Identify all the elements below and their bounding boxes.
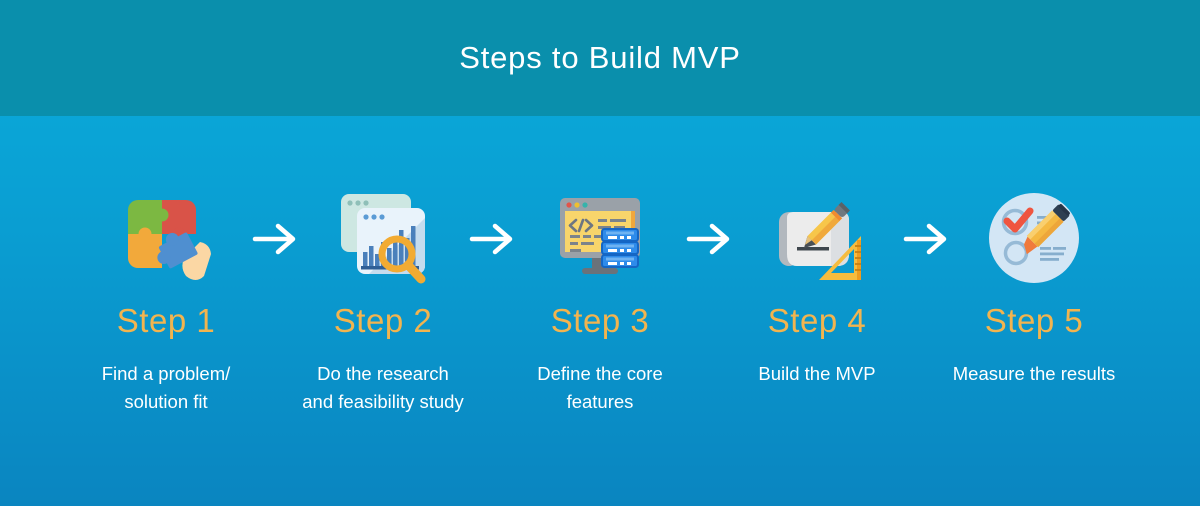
step-5-description: Measure the results: [953, 360, 1115, 388]
arrow-right-icon: [903, 223, 947, 255]
step-4: Step 4 Build the MVP: [709, 188, 926, 388]
steps-row: Step 1 Find a problem/ solution fit: [0, 116, 1200, 416]
step-4-description: Build the MVP: [758, 360, 875, 388]
step-2: Step 2 Do the research and feasibility s…: [275, 188, 492, 416]
step-1-description: Find a problem/ solution fit: [102, 360, 231, 416]
page-title: Steps to Build MVP: [459, 40, 741, 75]
description-line: solution fit: [124, 391, 208, 412]
description-line: features: [566, 391, 634, 412]
chart-magnifier-icon: [333, 188, 433, 288]
description-line: Build the MVP: [758, 363, 876, 384]
header-band: Steps to Build MVP: [0, 0, 1200, 116]
step-3-label: Step 3: [550, 302, 650, 339]
description-line: Define the core: [537, 363, 663, 384]
puzzle-pieces-icon: [116, 188, 216, 288]
step-2-description: Do the research and feasibility study: [302, 360, 463, 416]
step-3: Step 3 Define the core features: [492, 188, 709, 416]
blueprint-pencil-icon: [767, 188, 867, 288]
description-line: and feasibility study: [302, 391, 464, 412]
description-line: Find a problem/: [101, 363, 231, 384]
code-monitor-icon: [550, 188, 650, 288]
arrow-right-icon: [469, 223, 513, 255]
description-line: Measure the results: [952, 363, 1116, 384]
step-4-label: Step 4: [767, 302, 867, 339]
arrow-right-icon: [686, 223, 730, 255]
step-1: Step 1 Find a problem/ solution fit: [58, 188, 275, 416]
arrow-right-icon: [252, 223, 296, 255]
step-2-label: Step 2: [333, 302, 433, 339]
step-3-description: Define the core features: [537, 360, 662, 416]
step-5-label: Step 5: [984, 302, 1084, 339]
step-1-label: Step 1: [116, 302, 216, 339]
step-5: Step 5 Measure the results: [926, 188, 1143, 388]
description-line: Do the research: [317, 363, 449, 384]
checklist-marker-icon: [984, 188, 1084, 288]
